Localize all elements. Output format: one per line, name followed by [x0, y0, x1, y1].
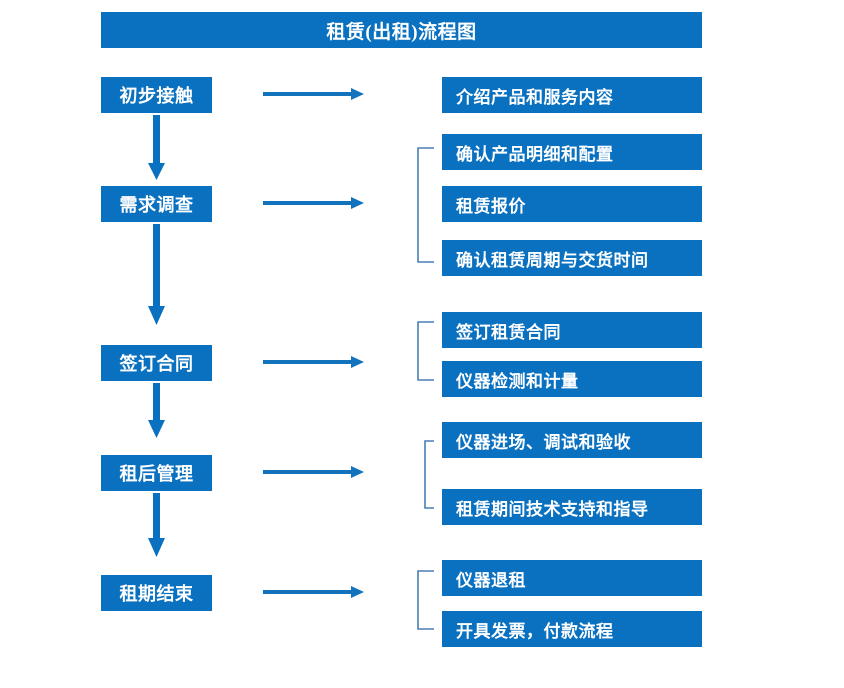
stage-box-3[interactable]: 签订合同 [101, 345, 212, 381]
detail-box-2[interactable]: 确认产品明细和配置 [442, 134, 702, 170]
vertical-arrow-3 [148, 383, 165, 438]
detail-box-5[interactable]: 签订租赁合同 [442, 312, 702, 348]
detail-box-4[interactable]: 确认租赁周期与交货时间 [442, 240, 702, 276]
group-bracket-1 [417, 147, 434, 263]
detail-box-8[interactable]: 租赁期间技术支持和指导 [442, 489, 702, 525]
stage-box-2[interactable]: 需求调查 [101, 186, 212, 222]
stage-box-1[interactable]: 初步接触 [101, 77, 212, 113]
horizontal-arrow-1 [263, 88, 364, 100]
vertical-arrow-2 [148, 224, 165, 325]
detail-box-9[interactable]: 仪器退租 [442, 560, 702, 596]
stage-box-5[interactable]: 租期结束 [101, 575, 212, 611]
detail-box-6[interactable]: 仪器检测和计量 [442, 361, 702, 397]
horizontal-arrow-2 [263, 197, 364, 209]
vertical-arrow-1 [148, 115, 165, 180]
group-bracket-2 [417, 321, 434, 381]
detail-box-1[interactable]: 介绍产品和服务内容 [442, 77, 702, 113]
horizontal-arrow-3 [263, 356, 364, 368]
detail-box-10[interactable]: 开具发票，付款流程 [442, 611, 702, 647]
horizontal-arrow-5 [263, 586, 364, 598]
detail-box-3[interactable]: 租赁报价 [442, 186, 702, 222]
stage-box-4[interactable]: 租后管理 [101, 455, 212, 491]
group-bracket-4 [417, 570, 434, 630]
group-bracket-3 [424, 440, 434, 509]
detail-box-7[interactable]: 仪器进场、调试和验收 [442, 422, 702, 458]
page-title: 租赁(出租)流程图 [101, 12, 702, 48]
horizontal-arrow-4 [263, 466, 364, 478]
vertical-arrow-4 [148, 493, 165, 557]
